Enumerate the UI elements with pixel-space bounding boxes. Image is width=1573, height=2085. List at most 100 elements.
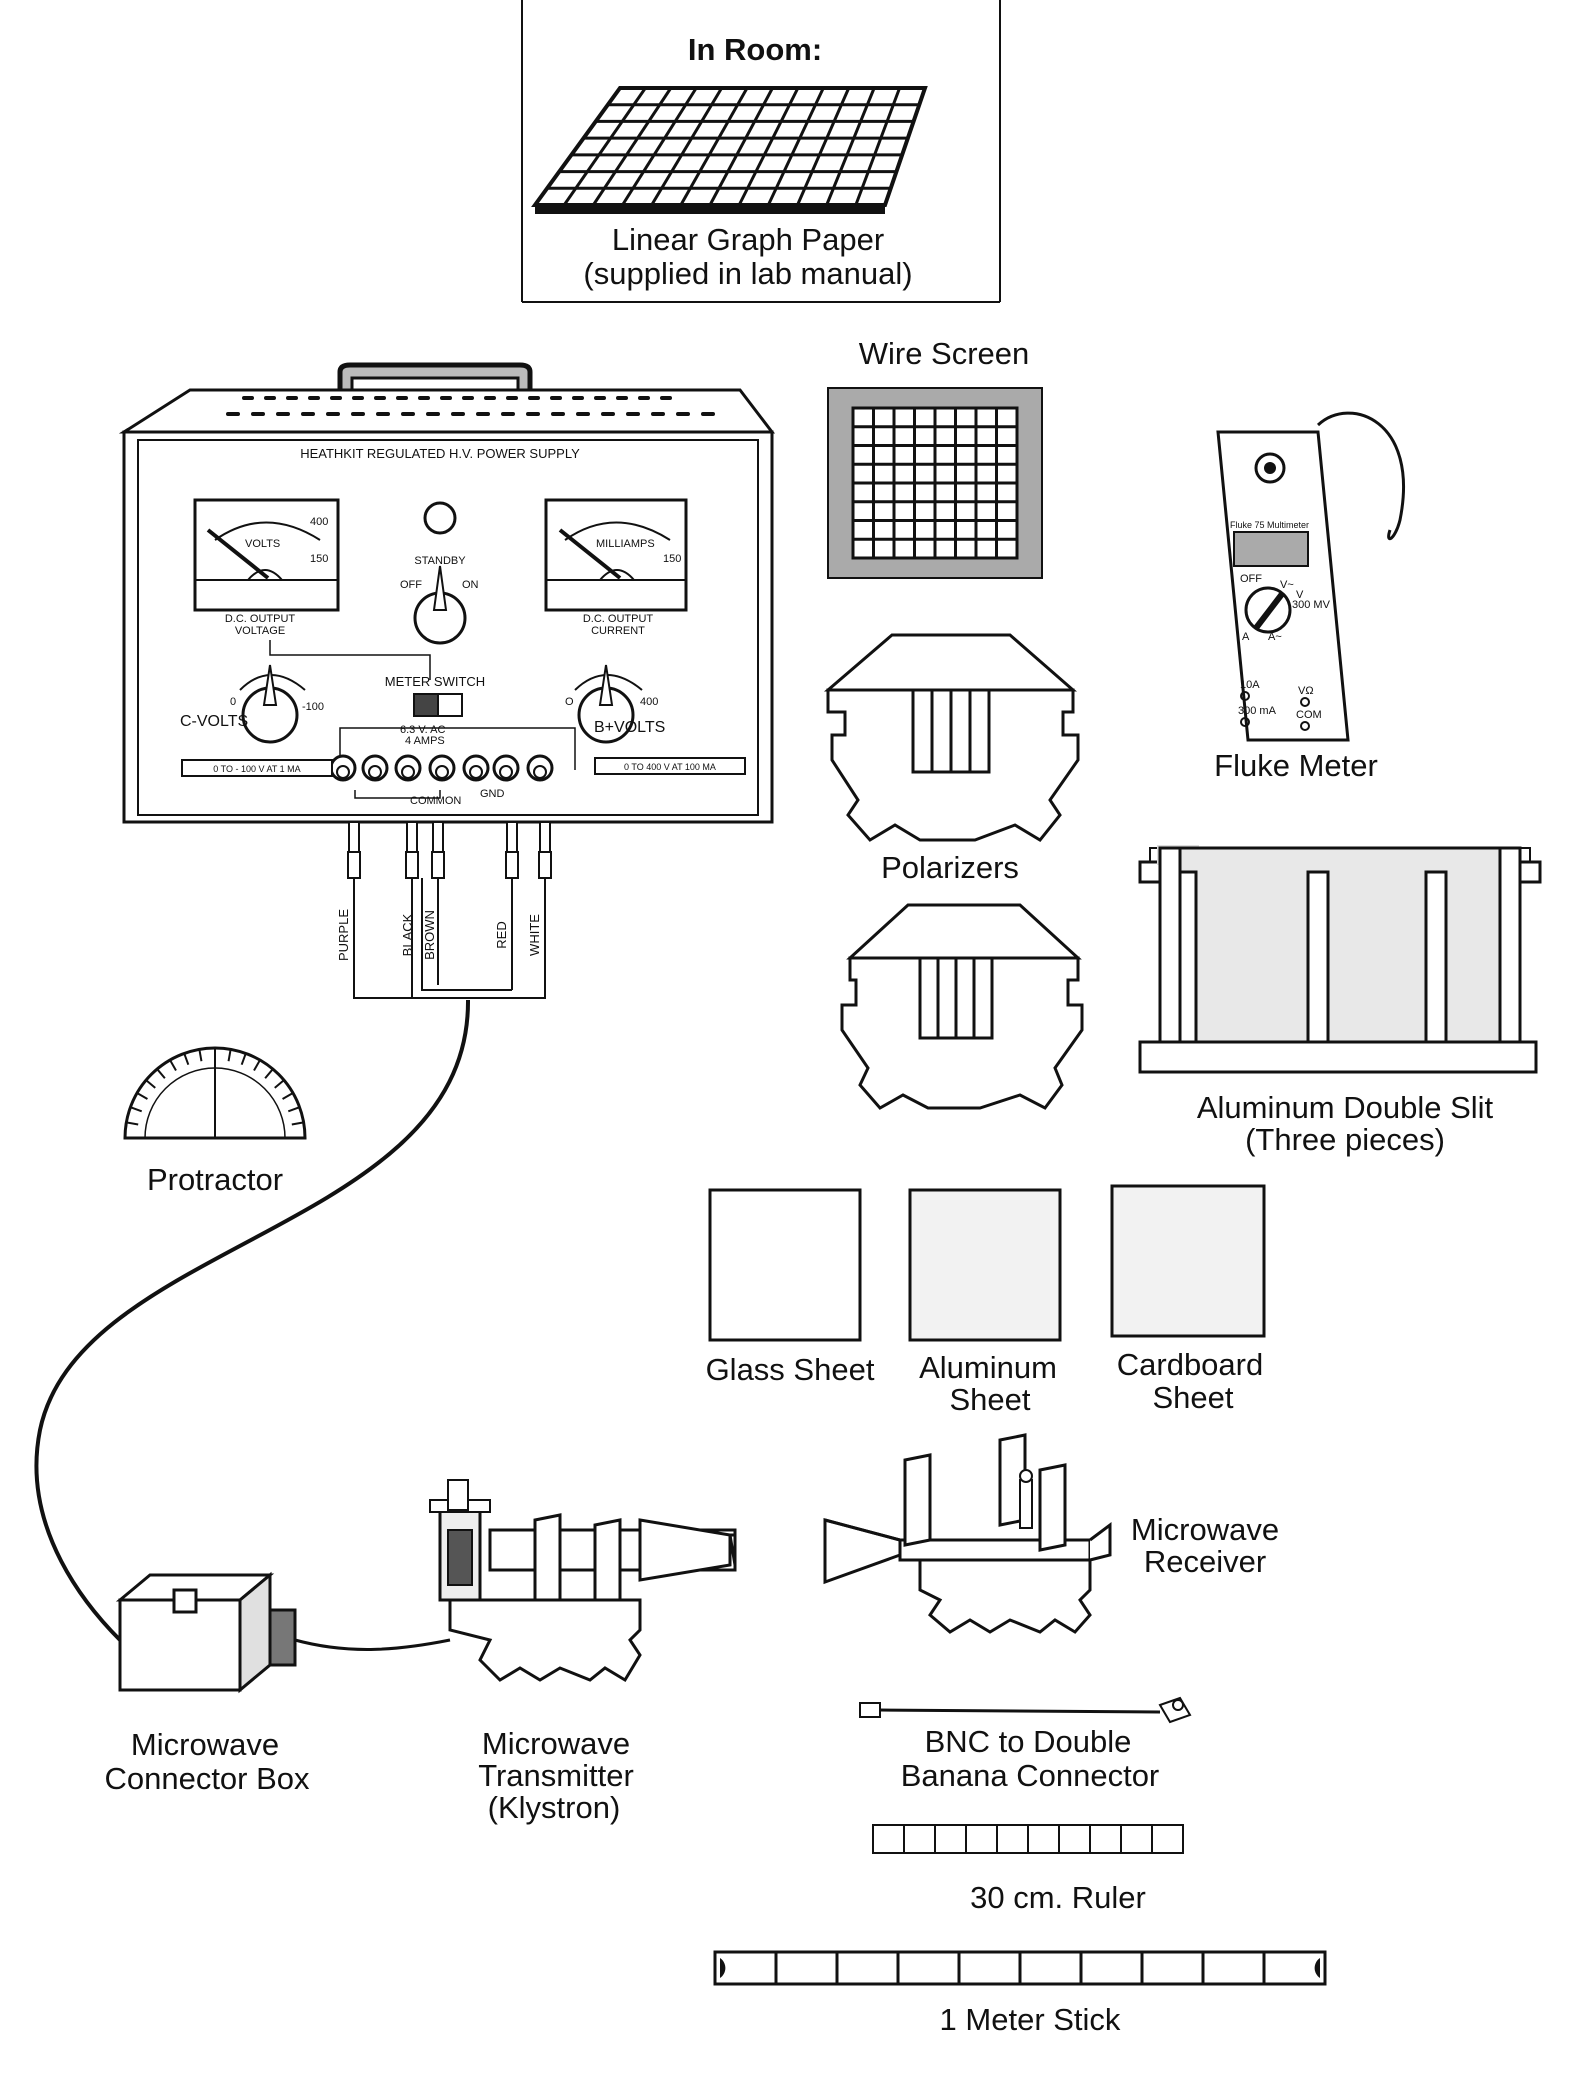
meter-switch-label: METER SWITCH bbox=[385, 674, 485, 689]
ruler-label: 30 cm. Ruler bbox=[970, 1880, 1146, 1915]
banana-plug-body bbox=[431, 851, 445, 879]
left-range-label: 0 TO - 100 V AT 1 MA bbox=[213, 764, 300, 774]
transmitter-label-3: (Klystron) bbox=[488, 1790, 621, 1825]
in-room-heading: In Room: bbox=[688, 32, 822, 67]
aluminum-sheet-label-2: Sheet bbox=[949, 1382, 1030, 1417]
fluke-a-ac: A~ bbox=[1268, 631, 1282, 643]
protractor-icon bbox=[123, 1046, 307, 1140]
milliamps-caption-2: CURRENT bbox=[591, 625, 645, 637]
glass-sheet-icon bbox=[708, 1188, 862, 1342]
ac-label-1: 6.3 V. AC bbox=[400, 724, 446, 736]
common-label: COMMON bbox=[410, 795, 461, 807]
terminal-hole bbox=[469, 765, 483, 779]
meter-stick-icon bbox=[713, 1950, 1327, 1986]
volts-caption-1: D.C. OUTPUT bbox=[225, 613, 296, 625]
fluke-meter-icon: Fluke 75 Multimeter OFF V~ V 300 MV A A~… bbox=[1216, 411, 1406, 742]
aluminum-sheet-label-1: Aluminum bbox=[919, 1350, 1057, 1385]
cardboard-sheet-icon bbox=[1110, 1184, 1266, 1338]
graph-paper-label-1: Linear Graph Paper bbox=[612, 222, 884, 257]
c-volts-label: C-VOLTS bbox=[180, 713, 248, 730]
polarizers-label: Polarizers bbox=[881, 850, 1019, 885]
b-volts-label: B+VOLTS bbox=[594, 719, 665, 736]
volts-caption-2: VOLTAGE bbox=[235, 625, 285, 637]
banana-plug bbox=[406, 821, 418, 853]
b-volts-max: 400 bbox=[640, 696, 658, 708]
fluke-a-dc: A bbox=[1242, 631, 1250, 643]
milliamps-meter-label: MILLIAMPS bbox=[596, 538, 655, 550]
receiver-label-1: Microwave bbox=[1131, 1512, 1279, 1547]
wire-label-red: RED bbox=[494, 921, 509, 948]
b-volts-knob[interactable]: O 400 B+VOLTS bbox=[565, 664, 665, 744]
bnc-label-2: Banana Connector bbox=[901, 1758, 1160, 1793]
banana-plug bbox=[348, 821, 360, 853]
ac-label-2: 4 AMPS bbox=[405, 735, 445, 747]
wire-screen-label: Wire Screen bbox=[859, 336, 1030, 371]
double-slit-label-2: (Three pieces) bbox=[1245, 1122, 1445, 1157]
bnc-label-1: BNC to Double bbox=[925, 1724, 1132, 1759]
fluke-jack-10a: 10A bbox=[1240, 679, 1260, 691]
standby-on: ON bbox=[462, 579, 479, 591]
meter-switch[interactable]: METER SWITCH bbox=[269, 640, 485, 717]
c-volts-knob[interactable]: 0 -100 C-VOLTS bbox=[180, 664, 324, 744]
terminal-hole bbox=[401, 765, 415, 779]
c-volts-min: 0 bbox=[230, 696, 236, 708]
volts-scale-right: 150 bbox=[310, 553, 328, 565]
right-range-label: 0 TO 400 V AT 100 MA bbox=[624, 762, 716, 772]
terminal-hole bbox=[368, 765, 382, 779]
milliamps-meter: MILLIAMPS 150 D.C. OUTPUT CURRENT bbox=[544, 498, 688, 637]
banana-plug bbox=[432, 821, 444, 853]
double-slit-label-1: Aluminum Double Slit bbox=[1197, 1090, 1494, 1125]
milliamps-caption-1: D.C. OUTPUT bbox=[583, 613, 654, 625]
meter-stick-label: 1 Meter Stick bbox=[940, 2002, 1121, 2037]
receiver-label-2: Receiver bbox=[1144, 1544, 1266, 1579]
microwave-transmitter-icon bbox=[429, 1479, 737, 1683]
terminal-hole bbox=[336, 765, 350, 779]
wire-label-purple: PURPLE bbox=[336, 909, 351, 961]
volts-meter: VOLTS 400 150 D.C. OUTPUT VOLTAGE bbox=[193, 498, 340, 637]
cardboard-sheet-label-1: Cardboard bbox=[1117, 1347, 1263, 1382]
double-slit-frame bbox=[1138, 846, 1538, 1074]
banana-plug-body bbox=[538, 851, 552, 879]
fluke-v-ac: V~ bbox=[1280, 579, 1294, 591]
graph-paper-icon bbox=[531, 86, 928, 214]
aluminum-sheet-icon bbox=[908, 1188, 1062, 1342]
protractor-label: Protractor bbox=[147, 1162, 283, 1197]
fluke-v-dc: V bbox=[1296, 589, 1304, 601]
in-room-panel: In Room: Linear Graph Paper (supplied in… bbox=[521, 0, 1001, 303]
fluke-mv: 300 MV bbox=[1292, 599, 1331, 611]
fluke-jack-com: COM bbox=[1296, 709, 1322, 721]
fluke-jack-300ma: 300 mA bbox=[1238, 705, 1277, 717]
power-supply-title: HEATHKIT REGULATED H.V. POWER SUPPLY bbox=[300, 446, 580, 461]
cardboard-sheet-label-2: Sheet bbox=[1152, 1380, 1233, 1415]
glass-sheet-label: Glass Sheet bbox=[706, 1352, 875, 1387]
fluke-off: OFF bbox=[1240, 573, 1262, 585]
wire-label-black: BLACK bbox=[400, 913, 415, 956]
fluke-jack-vohm: VΩ bbox=[1298, 685, 1314, 697]
terminal-hole bbox=[499, 765, 513, 779]
b-volts-min: O bbox=[565, 696, 574, 708]
terminal-hole bbox=[435, 765, 449, 779]
graph-paper-label-2: (supplied in lab manual) bbox=[583, 256, 912, 291]
banana-plug bbox=[506, 821, 518, 853]
terminal-row bbox=[329, 754, 554, 799]
transmitter-label-1: Microwave bbox=[482, 1726, 630, 1761]
connector-box-label-1: Microwave bbox=[131, 1727, 279, 1762]
banana-plug-body bbox=[505, 851, 519, 879]
volts-meter-label: VOLTS bbox=[245, 538, 280, 550]
standby-switch[interactable]: STANDBY OFF ON bbox=[400, 501, 479, 645]
banana-plug bbox=[539, 821, 551, 853]
standby-label: STANDBY bbox=[414, 555, 466, 567]
terminal-hole bbox=[533, 765, 547, 779]
wire-label-white: WHITE bbox=[527, 914, 542, 956]
bnc-connector-icon bbox=[859, 1696, 1192, 1724]
banana-plug-body bbox=[405, 851, 419, 879]
fluke-meter-label: Fluke Meter bbox=[1214, 748, 1378, 783]
c-volts-max: -100 bbox=[302, 701, 324, 713]
milliamps-scale-right: 150 bbox=[663, 553, 681, 565]
standby-off: OFF bbox=[400, 579, 422, 591]
gnd-label: GND bbox=[480, 788, 505, 800]
connector-box-label-2: Connector Box bbox=[104, 1761, 310, 1796]
microwave-receiver-icon bbox=[823, 1433, 1112, 1634]
